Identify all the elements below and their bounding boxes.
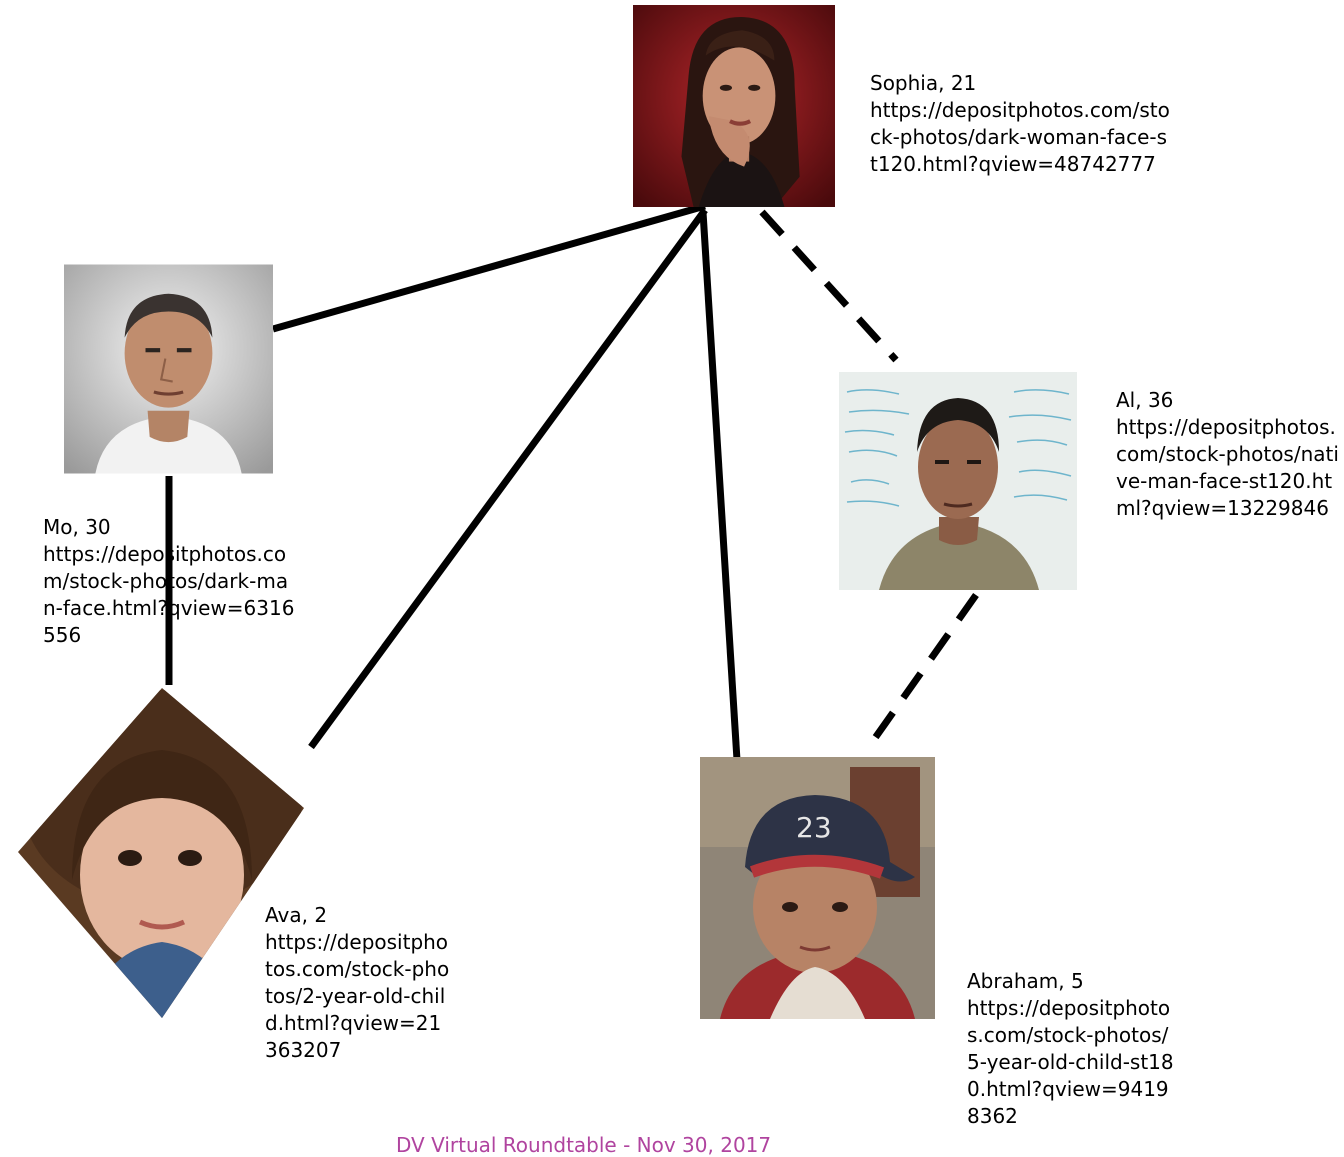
link-sophia-abraham [699,211,742,777]
portrait-man-icon [64,264,273,474]
person-name: Sophia, 21 [870,71,977,95]
person-url[interactable]: https://depositphotos.com/stock-photos/5… [967,996,1174,1128]
link-sophia-mo [272,202,706,333]
ava-label: Ava, 2 https://depositphotos.com/stock-p… [265,902,451,1064]
person-name: Abraham, 5 [967,969,1084,993]
link-sophia-al [759,209,899,363]
person-name: Ava, 2 [265,903,328,927]
mo-photo [64,263,273,475]
footer-text: DV Virtual Roundtable - Nov 30, 2017 [396,1133,772,1157]
link-al-abraham [872,592,979,741]
person-url[interactable]: https://depositphotos.com/stock-photos/2… [265,930,450,1062]
abraham-label: Abraham, 5 https://depositphotos.com/sto… [967,968,1177,1130]
portrait-man-icon [839,372,1077,590]
abraham-photo: 23 [700,757,935,1019]
ava-photo [12,680,310,1025]
al-photo [839,372,1077,590]
portrait-woman-icon [633,5,835,207]
al-label: Al, 36 https://depositphotos.com/stock-p… [1116,387,1342,522]
portrait-child-icon [18,688,304,1018]
mo-label: Mo, 30 https://depositphotos.com/stock-p… [43,514,295,649]
person-name: Al, 36 [1116,388,1174,412]
person-url[interactable]: https://depositphotos.com/stock-photos/n… [1116,415,1339,520]
link-sophia-ava [308,207,708,750]
svg-text:23: 23 [796,811,832,844]
sophia-photo [633,5,835,207]
portrait-child-icon: 23 [700,757,935,1019]
sophia-label: Sophia, 21 https://depositphotos.com/sto… [870,70,1170,178]
person-url[interactable]: https://depositphotos.com/stock-photos/d… [43,542,295,647]
person-url[interactable]: https://depositphotos.com/stock-photos/d… [870,98,1170,176]
person-name: Mo, 30 [43,515,111,539]
